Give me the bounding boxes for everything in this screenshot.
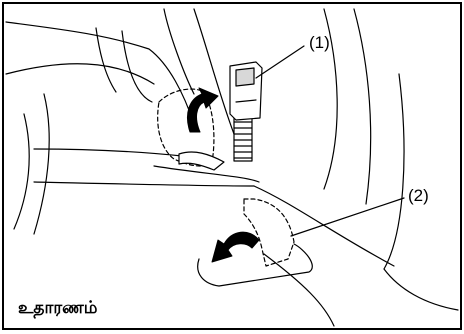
- seat-back-outline: [6, 9, 234, 234]
- illustration-frame: (1) (2) உதாரணம்: [2, 2, 462, 330]
- seat-belt-buckle-illustration: [4, 4, 460, 328]
- seat-belt-buckle: [230, 62, 262, 120]
- rotate-arrow-icon-floor: [212, 232, 259, 262]
- side-trim-outline: [264, 9, 458, 326]
- callout-label-1: (1): [309, 34, 330, 51]
- figure-caption: உதாரணம்: [18, 300, 97, 317]
- leader-line-2: [291, 198, 404, 236]
- leader-line-1: [256, 46, 304, 78]
- callout-label-2: (2): [408, 187, 429, 204]
